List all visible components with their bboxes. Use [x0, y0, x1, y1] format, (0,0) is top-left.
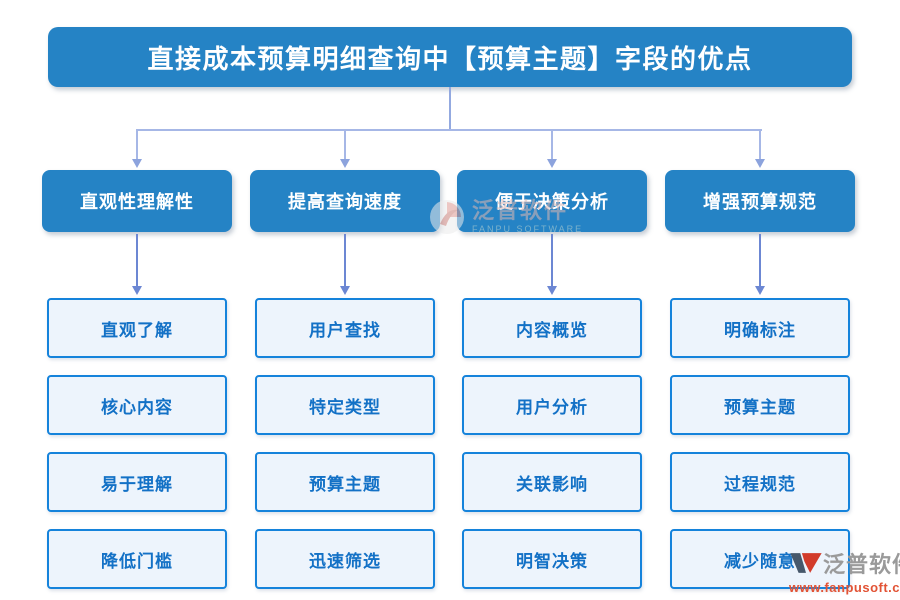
connector-branch-line — [344, 130, 346, 160]
connector-horizontal-bar — [136, 129, 762, 131]
leaf-box: 关联影响 — [462, 452, 642, 512]
category-box-2: 提高查询速度 — [250, 170, 440, 232]
arrow-down-icon — [755, 159, 765, 168]
leaf-box: 直观了解 — [47, 298, 227, 358]
arrow-down-icon — [755, 286, 765, 295]
connector-category-line — [344, 234, 346, 286]
arrow-down-icon — [132, 286, 142, 295]
connector-branch-line — [136, 130, 138, 160]
leaf-box: 明智决策 — [462, 529, 642, 589]
connector-category-line — [759, 234, 761, 286]
leaf-box: 用户分析 — [462, 375, 642, 435]
leaf-box: 降低门槛 — [47, 529, 227, 589]
arrow-down-icon — [132, 159, 142, 168]
connector-title-stem — [449, 87, 451, 130]
leaf-box: 特定类型 — [255, 375, 435, 435]
leaf-box: 预算主题 — [255, 452, 435, 512]
arrow-down-icon — [340, 159, 350, 168]
connector-branch-line — [551, 130, 553, 160]
connector-category-line — [551, 234, 553, 286]
connector-branch-line — [759, 130, 761, 160]
arrow-down-icon — [340, 286, 350, 295]
leaf-box: 核心内容 — [47, 375, 227, 435]
arrow-down-icon — [547, 286, 557, 295]
leaf-box: 迅速筛选 — [255, 529, 435, 589]
category-box-3: 便于决策分析 — [457, 170, 647, 232]
connector-category-line — [136, 234, 138, 286]
category-box-1: 直观性理解性 — [42, 170, 232, 232]
leaf-box: 明确标注 — [670, 298, 850, 358]
category-box-4: 增强预算规范 — [665, 170, 855, 232]
leaf-box: 减少随意 — [670, 529, 850, 589]
diagram-title: 直接成本预算明细查询中【预算主题】字段的优点 — [48, 27, 852, 87]
arrow-down-icon — [547, 159, 557, 168]
leaf-box: 易于理解 — [47, 452, 227, 512]
leaf-box: 内容概览 — [462, 298, 642, 358]
leaf-box: 预算主题 — [670, 375, 850, 435]
leaf-box: 过程规范 — [670, 452, 850, 512]
leaf-box: 用户查找 — [255, 298, 435, 358]
